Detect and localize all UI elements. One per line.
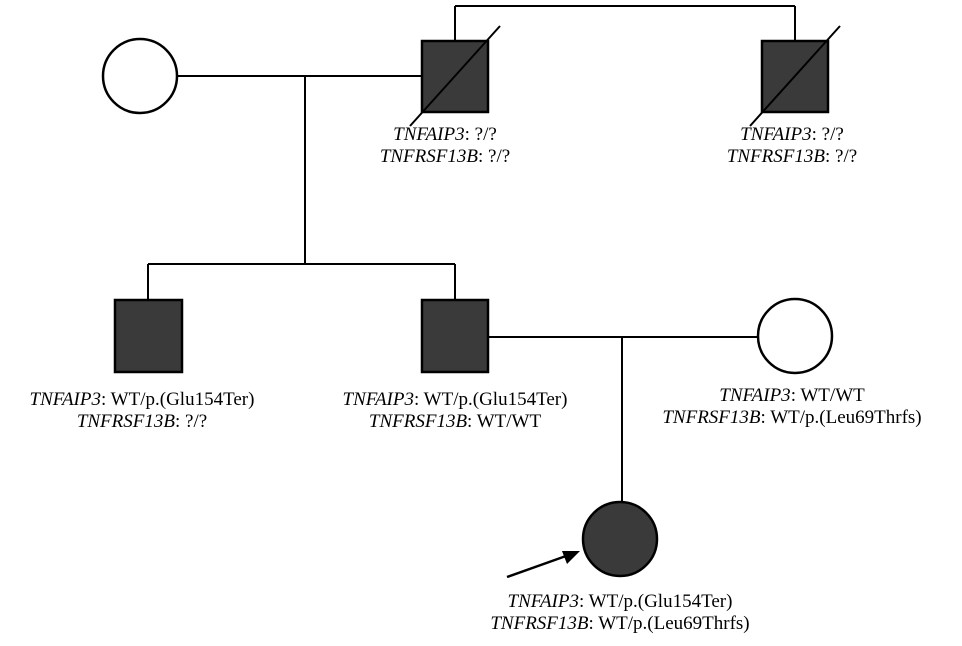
grandfather-sibling-deceased-slash [749,25,841,127]
genotype-value: : WT/WT [467,411,542,432]
mother-symbol [756,297,834,375]
genotype-value: : ?/? [811,124,844,145]
proband-symbol [581,500,659,578]
genotype-line: TNFRSF13B: ?/? [30,411,255,433]
mother-genotype-label: TNFAIP3: WT/WT TNFRSF13B: WT/p.(Leu69Thr… [662,385,921,429]
genotype-value: : WT/p.(Leu69Thrfs) [760,407,922,428]
genotype-line: TNFAIP3: WT/WT [662,385,921,407]
genotype-line: TNFAIP3: WT/p.(Glu154Ter) [30,389,255,411]
proband-arrow-shaft [506,554,567,579]
grandmother-symbol [101,37,179,115]
gene-name: TNFAIP3 [740,124,812,145]
genotype-value: : WT/p.(Leu69Thrfs) [588,613,750,634]
genotype-line: TNFAIP3: WT/p.(Glu154Ter) [490,591,749,613]
genotype-value: : WT/p.(Glu154Ter) [100,389,255,410]
uncle-genotype-label: TNFAIP3: WT/p.(Glu154Ter) TNFRSF13B: ?/? [30,389,255,433]
grandfather-genotype-label: TNFAIP3: ?/? TNFRSF13B: ?/? [380,124,510,168]
gene-name: TNFAIP3 [29,389,101,410]
genotype-line: TNFAIP3: ?/? [727,124,857,146]
genotype-value: : ?/? [174,411,208,432]
genotype-line: TNFRSF13B: ?/? [380,146,510,168]
grandfather-deceased-slash [409,25,501,127]
father-symbol [420,298,490,374]
genotype-line: TNFAIP3: WT/p.(Glu154Ter) [343,389,568,411]
gene-name: TNFRSF13B [662,407,761,428]
gene-name: TNFRSF13B [379,146,478,167]
uncle-symbol [113,298,184,374]
genotype-value: : ?/? [464,124,497,145]
gene-name: TNFRSF13B [368,411,468,432]
gene-name: TNFAIP3 [342,389,414,410]
genotype-line: TNFAIP3: ?/? [380,124,510,146]
gene-name: TNFAIP3 [393,124,465,145]
genotype-line: TNFRSF13B: WT/WT [343,411,568,433]
genotype-value: : WT/p.(Glu154Ter) [413,389,568,410]
proband-genotype-label: TNFAIP3: WT/p.(Glu154Ter) TNFRSF13B: WT/… [490,591,749,635]
father-genotype-label: TNFAIP3: WT/p.(Glu154Ter) TNFRSF13B: WT/… [343,389,568,433]
genotype-line: TNFRSF13B: ?/? [727,146,857,168]
gene-name: TNFAIP3 [719,385,791,406]
proband-arrow-head [562,551,580,564]
genotype-value: : ?/? [824,146,858,167]
gene-name: TNFAIP3 [507,591,579,612]
genotype-line: TNFRSF13B: WT/p.(Leu69Thrfs) [662,407,921,429]
gene-name: TNFRSF13B [490,613,589,634]
gene-name: TNFRSF13B [76,411,175,432]
gene-name: TNFRSF13B [726,146,825,167]
grandfather-sibling-genotype-label: TNFAIP3: ?/? TNFRSF13B: ?/? [727,124,857,168]
genotype-line: TNFRSF13B: WT/p.(Leu69Thrfs) [490,613,749,635]
genotype-value: : WT/p.(Glu154Ter) [578,591,733,612]
genotype-value: : ?/? [477,146,511,167]
genotype-value: : WT/WT [790,385,865,406]
